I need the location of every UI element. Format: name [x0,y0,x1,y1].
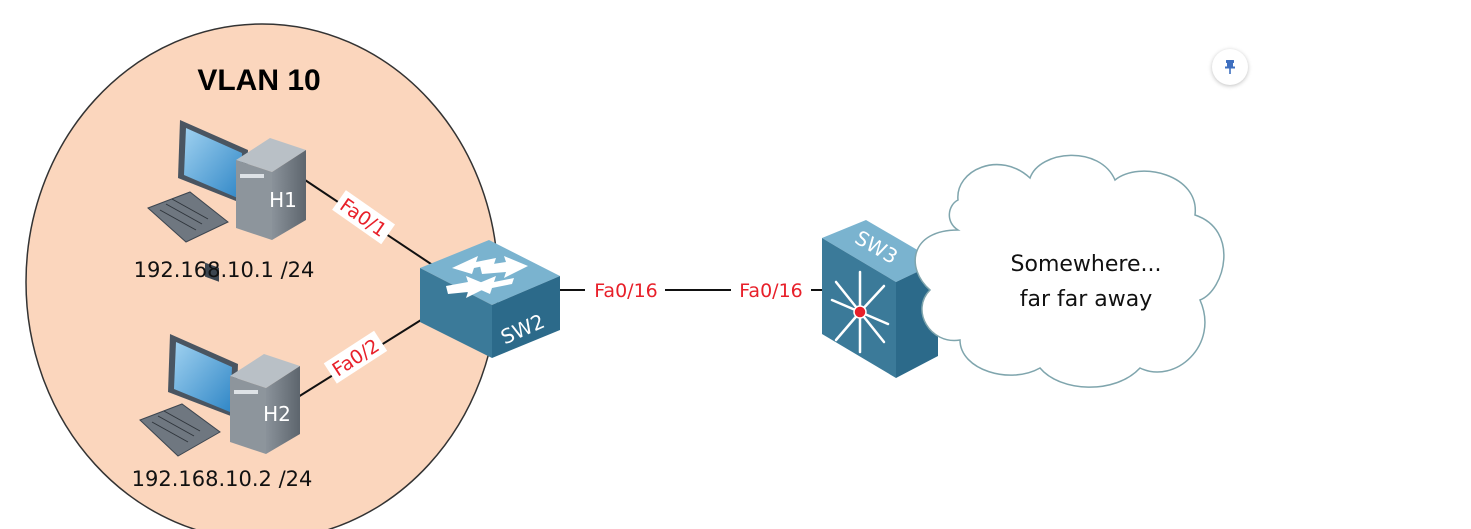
pin-icon [1225,60,1235,74]
monitor-icon [168,334,238,418]
port-label-sw3-fa0-16: Fa0/16 [731,277,811,303]
multilayer-switch-icon [822,220,938,378]
host-h1: H1 192.168.10.1 /24 [134,120,315,282]
keyboard-icon [139,403,221,457]
host-h1-ip: 192.168.10.1 /24 [134,258,315,282]
host-h2-name: H2 [263,402,291,426]
switch-sw3: SW3 [822,220,938,378]
port-label-sw2-fa0-16: Fa0/16 [585,277,665,303]
switch-icon [420,240,560,358]
cloud-text-line2: far far away [1020,287,1153,312]
cloud: Somewhere... far far away [914,154,1225,388]
switch-sw2: SW2 [420,240,560,358]
monitor-icon [178,120,248,282]
vlan-label: VLAN 10 [197,64,320,97]
host-h2: H2 192.168.10.2 /24 [132,334,313,491]
tower-icon [236,138,306,240]
cloud-text-line1: Somewhere... [1011,252,1162,277]
pin-button[interactable] [1212,49,1248,85]
keyboard-icon [147,191,229,243]
host-h1-name: H1 [269,188,297,212]
tower-icon [230,354,300,454]
cloud-icon [914,154,1225,388]
host-h2-ip: 192.168.10.2 /24 [132,467,313,491]
svg-text:Fa0/16: Fa0/16 [739,280,803,302]
svg-text:Fa0/16: Fa0/16 [594,280,658,302]
